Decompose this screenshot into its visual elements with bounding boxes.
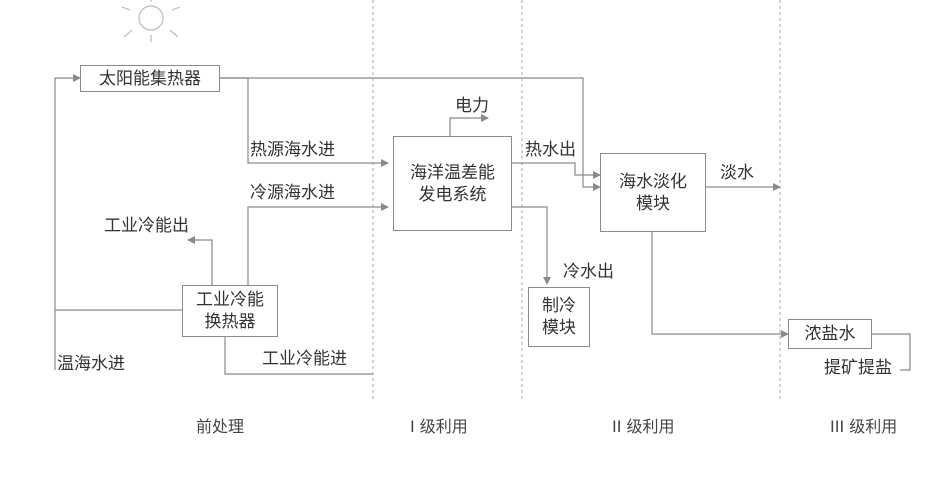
stage-level1: I 级利用 [410, 413, 468, 437]
label-cold-seawater-in: 冷源海水进 [250, 183, 335, 203]
label-mineral-extraction: 提矿提盐 [824, 358, 892, 378]
brine-box: 浓盐水 [788, 319, 872, 349]
flow-brine [652, 232, 788, 334]
label-fresh-water: 淡水 [720, 163, 754, 183]
flow-electricity [450, 118, 488, 136]
otec-box: 海洋温差能 发电系统 [393, 136, 512, 231]
sun-icon [122, 0, 180, 42]
desalination-box: 海水淡化 模块 [600, 153, 706, 232]
industrial-hx-box: 工业冷能 换热器 [182, 285, 278, 337]
flow-hot-water-out [512, 163, 600, 175]
stage-level2: II 级利用 [612, 413, 675, 437]
label-industrial-cold-out: 工业冷能出 [104, 216, 189, 236]
label-electricity: 电力 [455, 96, 489, 116]
stage-level3: III 级利用 [830, 413, 897, 437]
label-warm-seawater-in: 温海水进 [57, 354, 125, 374]
cooling-box: 制冷 模块 [528, 287, 590, 347]
flow-cold-seawater-in [248, 207, 388, 285]
label-hot-seawater-in: 热源海水进 [250, 140, 335, 160]
flow-industrial-cold-out [188, 240, 212, 285]
solar-collector-box: 太阳能集热器 [80, 65, 220, 92]
flow-warm-seawater-to-solar [55, 78, 80, 370]
label-industrial-cold-in: 工业冷能进 [262, 349, 347, 369]
label-cold-water-out: 冷水出 [563, 262, 614, 282]
stage-pre: 前处理 [196, 413, 244, 437]
label-hot-water-out: 热水出 [525, 140, 576, 160]
flow-cold-water-out [512, 207, 547, 284]
